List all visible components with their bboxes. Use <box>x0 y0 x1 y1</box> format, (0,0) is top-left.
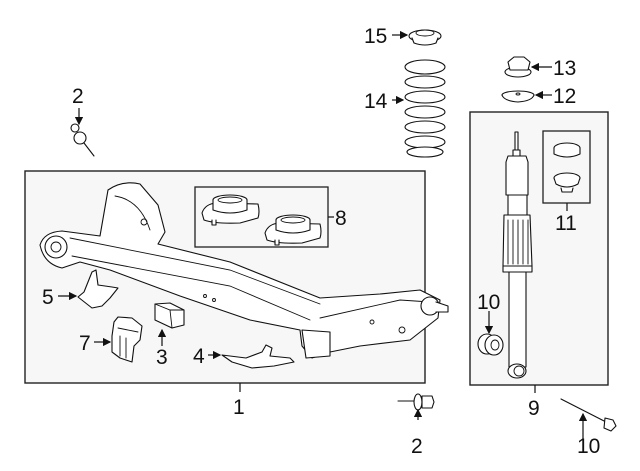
callout-4[interactable]: 5 <box>42 286 54 309</box>
washer-part-12 <box>501 90 535 103</box>
mount-bracket-part-6 <box>111 316 143 363</box>
nut-part-13 <box>504 56 532 78</box>
upper-mount-bushings-part-11 <box>553 142 581 193</box>
callout-6[interactable]: 7 <box>79 332 91 355</box>
callout-1[interactable]: 1 <box>233 396 245 419</box>
bolt-part-2-lower <box>397 393 435 411</box>
shock-absorber-part <box>502 131 533 379</box>
callout-14[interactable]: 14 <box>364 90 388 113</box>
spring-seat-part-a <box>201 194 260 226</box>
bracket-part-4 <box>77 269 119 309</box>
spring-insulator-part-15 <box>408 29 442 46</box>
bump-stop-part-3 <box>154 302 185 329</box>
callout-15[interactable]: 15 <box>364 25 387 48</box>
callout-10[interactable]: 10 <box>477 291 500 314</box>
callout-3[interactable]: 3 <box>156 346 168 369</box>
callout-12[interactable]: 12 <box>553 85 576 108</box>
axle-beam-part <box>39 182 449 359</box>
callout-2-lower[interactable]: 2 <box>411 435 423 458</box>
callout-7[interactable]: 8 <box>335 207 347 230</box>
coil-spring-part-14 <box>404 59 446 158</box>
callout-5[interactable]: 4 <box>193 345 205 368</box>
callout-8[interactable]: 9 <box>528 397 540 420</box>
callout-13[interactable]: 13 <box>553 57 576 80</box>
bolt-part-2-upper <box>70 123 95 157</box>
callout-11[interactable]: 11 <box>555 212 577 235</box>
callout-2-upper[interactable]: 2 <box>72 85 84 108</box>
callout-9[interactable]: 10 <box>577 435 600 458</box>
shock-bushing-part-10 <box>477 333 504 356</box>
bracket-part-5 <box>221 344 295 369</box>
shock-bolt-part-9 <box>560 398 617 432</box>
spring-seat-part-b <box>264 214 322 246</box>
